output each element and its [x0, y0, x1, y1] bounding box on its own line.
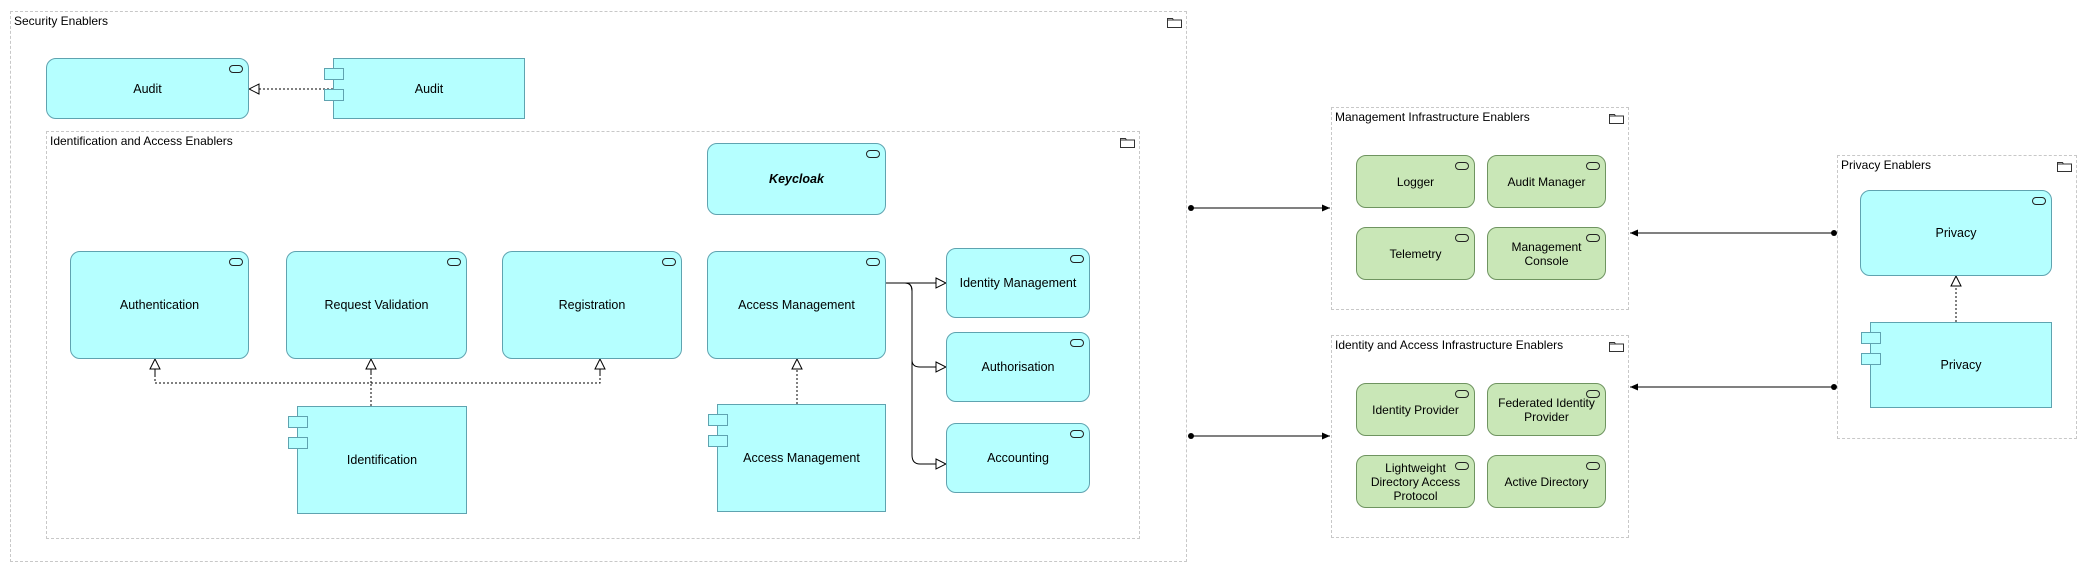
- group-title: Privacy Enablers: [1841, 158, 1932, 172]
- identification-component[interactable]: Identification: [288, 406, 467, 514]
- authentication-label: Authentication: [119, 298, 200, 312]
- audit-manager-service[interactable]: Audit Manager: [1487, 155, 1606, 208]
- privacy-component[interactable]: Privacy: [1861, 322, 2052, 408]
- audit-service[interactable]: Audit: [46, 58, 249, 119]
- identity-management-service[interactable]: Identity Management: [946, 248, 1090, 318]
- federated-identity-provider-service[interactable]: Federated Identity Provider: [1487, 383, 1606, 436]
- access-management-service[interactable]: Access Management: [707, 251, 886, 359]
- relation-authorisation: [886, 282, 946, 367]
- telemetry-service[interactable]: Telemetry: [1356, 227, 1475, 280]
- privacy-component-label: Privacy: [1940, 358, 1982, 372]
- group-privacy-enablers[interactable]: Privacy Enablers: [1837, 155, 2077, 439]
- group-title: Identity and Access Infrastructure Enabl…: [1335, 338, 1564, 352]
- service-icon: [2032, 197, 2046, 205]
- service-icon: [1586, 390, 1600, 398]
- folder-icon: [1120, 138, 1135, 148]
- service-icon: [662, 258, 676, 266]
- identity-management-label: Identity Management: [959, 276, 1077, 290]
- group-title: Security Enablers: [14, 14, 109, 28]
- group-title: Management Infrastructure Enablers: [1335, 110, 1530, 124]
- logger-service[interactable]: Logger: [1356, 155, 1475, 208]
- service-icon: [1455, 462, 1469, 470]
- folder-icon: [1609, 114, 1624, 124]
- federated-identity-provider-label: Federated Identity Provider: [1498, 395, 1595, 424]
- service-icon: [1586, 234, 1600, 242]
- component-icon: [324, 68, 344, 80]
- access-management-component-label: Access Management: [743, 451, 860, 465]
- service-icon: [1070, 255, 1084, 263]
- accounting-service[interactable]: Accounting: [946, 423, 1090, 493]
- access-management-service-label: Access Management: [738, 298, 855, 312]
- service-icon: [866, 150, 880, 158]
- active-directory-label: Active Directory: [1504, 474, 1589, 489]
- management-console-service[interactable]: Management Console: [1487, 227, 1606, 280]
- identity-provider-service[interactable]: Identity Provider: [1356, 383, 1475, 436]
- folder-icon: [1609, 342, 1624, 352]
- component-icon: [1861, 353, 1881, 365]
- audit-manager-label: Audit Manager: [1507, 174, 1586, 189]
- component-icon: [324, 89, 344, 101]
- component-icon: [708, 435, 728, 447]
- relation-accounting-split: [904, 282, 913, 292]
- registration-service[interactable]: Registration: [502, 251, 682, 359]
- audit-component[interactable]: Audit: [324, 58, 525, 119]
- component-icon: [708, 414, 728, 426]
- folder-icon: [2057, 162, 2072, 172]
- group-management-infrastructure-enablers[interactable]: Management Infrastructure Enablers: [1331, 107, 1629, 310]
- request-validation-label: Request Validation: [324, 298, 429, 312]
- realization-identification: [154, 359, 601, 406]
- component-icon: [1861, 332, 1881, 344]
- audit-service-label: Audit: [133, 81, 162, 96]
- telemetry-label: Telemetry: [1389, 246, 1442, 261]
- service-icon: [1455, 162, 1469, 170]
- registration-label: Registration: [558, 298, 626, 312]
- service-icon: [1586, 162, 1600, 170]
- authorisation-service[interactable]: Authorisation: [946, 332, 1090, 402]
- service-icon: [1070, 430, 1084, 438]
- management-console-label: Management Console: [1511, 239, 1582, 268]
- service-icon: [1455, 390, 1469, 398]
- authorisation-label: Authorisation: [981, 360, 1055, 374]
- identification-label: Identification: [346, 453, 418, 467]
- keycloak-label: Keycloak: [769, 172, 824, 186]
- service-icon: [229, 258, 243, 266]
- service-icon: [1586, 462, 1600, 470]
- service-icon: [447, 258, 461, 266]
- access-management-component[interactable]: Access Management: [708, 404, 886, 512]
- identity-provider-label: Identity Provider: [1372, 402, 1459, 417]
- service-icon: [229, 65, 243, 73]
- service-icon: [1455, 234, 1469, 242]
- component-icon: [288, 437, 308, 449]
- ldap-service[interactable]: Lightweight Directory Access Protocol: [1356, 455, 1475, 508]
- audit-component-label: Audit: [414, 81, 444, 96]
- service-icon: [1070, 339, 1084, 347]
- component-icon: [288, 416, 308, 428]
- logger-label: Logger: [1396, 174, 1435, 189]
- authentication-service[interactable]: Authentication: [70, 251, 249, 359]
- privacy-service-label: Privacy: [1935, 226, 1977, 240]
- ldap-label: Lightweight Directory Access Protocol: [1370, 460, 1461, 503]
- accounting-label: Accounting: [987, 451, 1049, 465]
- group-identity-access-infrastructure-enablers[interactable]: Identity and Access Infrastructure Enabl…: [1331, 335, 1629, 538]
- group-security-enablers[interactable]: Security Enablers: [10, 11, 1187, 562]
- service-icon: [866, 258, 880, 266]
- relation-accounting: [911, 360, 946, 464]
- keycloak-service[interactable]: Keycloak: [707, 143, 886, 215]
- privacy-service[interactable]: Privacy: [1860, 190, 2052, 276]
- folder-icon: [1167, 18, 1182, 28]
- request-validation-service[interactable]: Request Validation: [286, 251, 467, 359]
- active-directory-service[interactable]: Active Directory: [1487, 455, 1606, 508]
- group-title: Identification and Access Enablers: [50, 134, 233, 148]
- group-identification-access-enablers[interactable]: Identification and Access Enablers: [46, 131, 1140, 539]
